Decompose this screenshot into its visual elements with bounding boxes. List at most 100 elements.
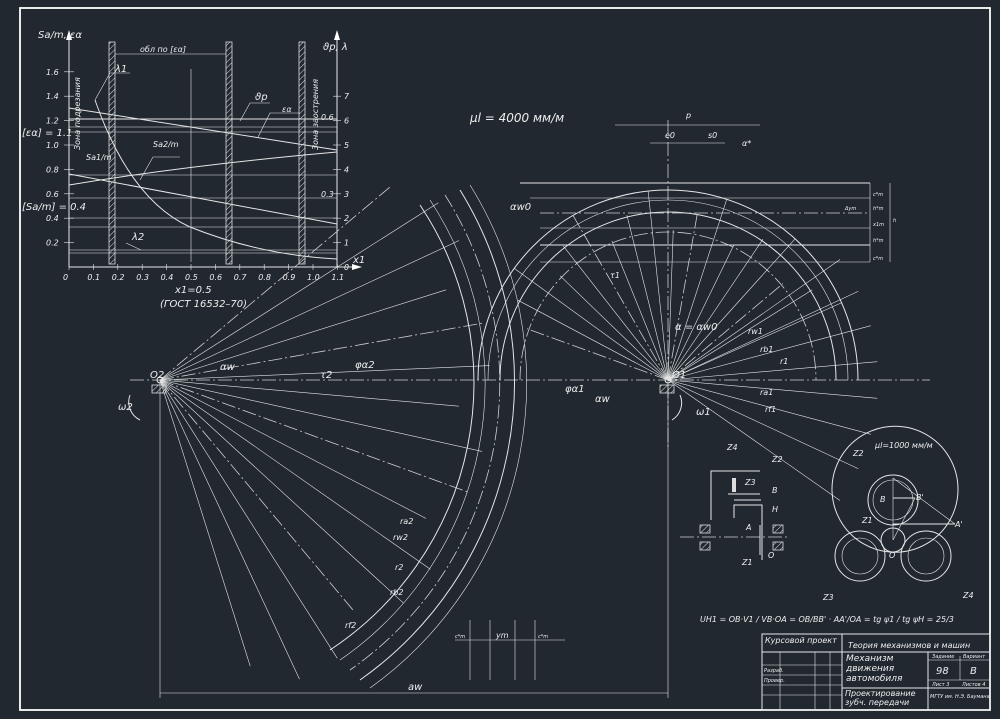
- sharpening-zone-boundary: [298, 41, 306, 265]
- gear1-radius-line: [667, 379, 859, 470]
- alpha-star-label: α*: [742, 139, 751, 148]
- region-label: обл по [εα]: [140, 45, 186, 54]
- x-arrow-icon: [352, 264, 362, 270]
- rack-tool: [520, 124, 871, 263]
- o2-label: O2: [150, 370, 164, 381]
- standard-label: (ГОСТ 16532–70): [160, 299, 247, 310]
- sa2-label: Sa2/m: [153, 140, 179, 149]
- gear1-ra-arc: [477, 189, 859, 381]
- x-tick-label: 1.0: [307, 273, 320, 282]
- gear1-ray: [526, 328, 669, 381]
- o-small-label: O: [768, 551, 774, 560]
- e0-label: e0: [665, 131, 675, 140]
- ground-support: [659, 384, 675, 394]
- p-label: p: [685, 111, 691, 120]
- displacement-chart: Sa/m, εα ϑр, λ x1 0.20.40.60.81.01.21.41…: [22, 30, 365, 310]
- dym-label: Δym: [844, 206, 856, 212]
- gear1-radius-line: [667, 259, 841, 381]
- z2-label: Z2: [852, 449, 864, 458]
- gear1-radius-line: [667, 379, 841, 501]
- gear1-ray: [563, 245, 669, 381]
- gear2-ray: [159, 379, 251, 667]
- title-block: Курсовой проект Теория механизмов и маши…: [761, 633, 991, 711]
- gear-labels: μl = 4000 мм/м O2 O1 ω2 ω1 αw τ2 φα2 φα1…: [118, 111, 896, 693]
- eps-curve: [68, 107, 338, 151]
- b2-label: B': [916, 493, 924, 502]
- x-tick-label: 0.5: [185, 273, 198, 282]
- a2-label: A': [954, 520, 963, 529]
- right-tick-label: 0: [344, 263, 349, 272]
- r2-label: r2: [395, 563, 403, 572]
- aw-left-label: αw: [220, 362, 236, 373]
- rotation-arrow-icon: [671, 394, 683, 421]
- tau1-label: τ1: [610, 271, 620, 280]
- w2-label: ω2: [118, 402, 133, 413]
- z2-small-label: Z2: [771, 455, 783, 464]
- gear1-ray: [647, 191, 669, 381]
- gear2-ray: [159, 379, 338, 659]
- sa1-curve: [68, 173, 338, 225]
- gear2-ray: [159, 379, 459, 407]
- y-tick-label: 1.4: [46, 92, 59, 101]
- gear1-ray: [572, 215, 669, 381]
- o-label: O: [889, 551, 895, 560]
- rf2-label: rf2: [345, 621, 356, 630]
- sheet-count: Листов 4: [961, 682, 985, 688]
- theta-label: ϑр: [255, 92, 268, 103]
- sheet-number: Лист 3: [931, 682, 949, 688]
- gear1-ray: [667, 245, 735, 381]
- x-tick-label: 0.9: [283, 273, 296, 282]
- gear1-ray: [626, 214, 669, 381]
- x-tick-label: 0.7: [234, 273, 248, 282]
- xm-label: x1m: [872, 222, 884, 228]
- variant-caption: Вариант: [963, 654, 986, 660]
- right-tick-label: 5: [344, 141, 349, 150]
- zone-undercut-label: Зона подрезания: [73, 77, 82, 150]
- a-small-label: A: [745, 523, 751, 532]
- b-label: B: [880, 495, 886, 504]
- cm-bottom1-label: c*m: [455, 634, 465, 640]
- z3-label: Z3: [822, 593, 834, 602]
- y-tick-label: 0.6: [46, 190, 59, 199]
- x-tick-label: 0.2: [112, 273, 125, 282]
- x-tick-label: 0.4: [161, 273, 174, 282]
- gear-mesh-drawing: [128, 120, 930, 698]
- z3-small-label: Z3: [744, 478, 756, 487]
- gear1-rw-arc: [487, 199, 849, 381]
- gear2-ray: [159, 186, 391, 381]
- hm2-label: h*m: [873, 238, 884, 244]
- cm-bottom2-label: c*m: [538, 634, 548, 640]
- x1-choice-label: x1=0.5: [174, 285, 212, 296]
- hm-label: h*m: [873, 206, 884, 212]
- gear1-rb-arc: [499, 211, 837, 381]
- aw-right-label: αw: [595, 394, 611, 405]
- planet-z3: [834, 530, 886, 582]
- ra2-label: ra2: [400, 517, 413, 526]
- right-tick-label: 7: [344, 92, 350, 101]
- y-arrow-icon: [66, 30, 72, 40]
- checker-caption: Провер.: [764, 678, 785, 684]
- sa-limit-label: [Sa/m] = 0.4: [22, 202, 86, 213]
- y-left-label: Sa/m, εα: [38, 30, 82, 41]
- tau2-label: τ2: [320, 370, 332, 381]
- right-tick-label: 1: [344, 239, 349, 248]
- gear1-ray: [559, 275, 669, 381]
- right-tick-label: 6: [344, 117, 349, 126]
- gear-ratio-formula: UH1 = OB·V1 / VB·OA = OB/BB' · AA'/OA = …: [700, 615, 954, 624]
- r1-label: r1: [780, 357, 788, 366]
- variant-letter: В: [970, 666, 977, 677]
- rw2-label: rw2: [393, 533, 408, 542]
- h-label: h: [893, 218, 896, 224]
- gear1-radius-line: [667, 325, 871, 381]
- h-small-label: H: [772, 505, 778, 514]
- y-tick-label: 1.2: [46, 117, 59, 126]
- eps-label: εα: [282, 105, 292, 114]
- rotation-arrow-icon: [128, 394, 141, 421]
- gear2-rf-arc: [359, 189, 515, 681]
- y-tick-label: 0.8: [46, 165, 59, 174]
- lambda1-curve: [94, 99, 338, 260]
- right-tick-label: 4: [344, 165, 349, 174]
- x-tick-label: 0.8: [258, 273, 271, 282]
- undercut-zone-boundary: [108, 41, 116, 265]
